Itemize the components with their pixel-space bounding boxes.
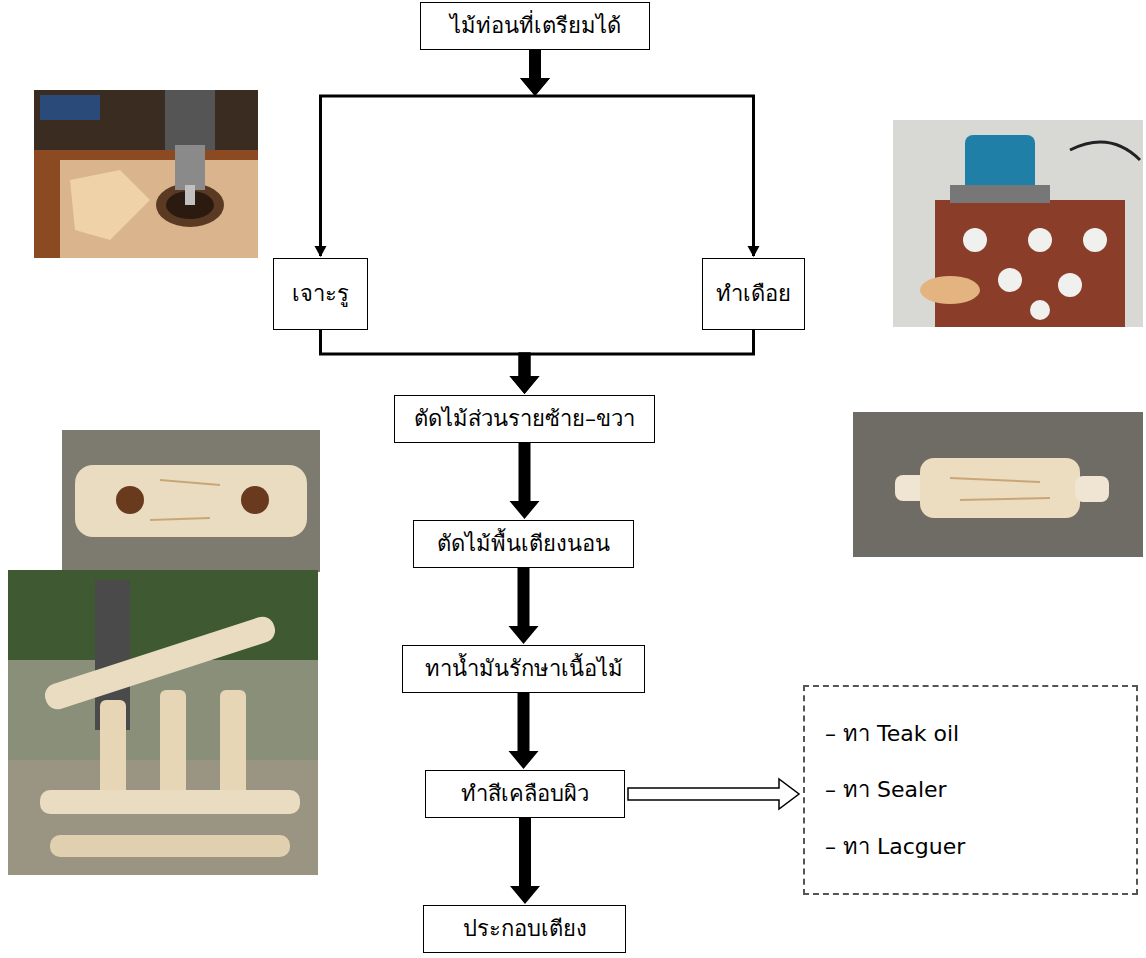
photo-shape bbox=[920, 276, 980, 304]
thick-arrow bbox=[509, 568, 539, 644]
photo-shape bbox=[185, 185, 195, 205]
photo-shape bbox=[175, 145, 205, 190]
photo-shape bbox=[34, 90, 258, 258]
log-photo bbox=[62, 430, 320, 572]
photo-shape bbox=[160, 690, 186, 800]
photo-shape bbox=[156, 183, 224, 227]
box-label: เจาะรู bbox=[292, 280, 349, 308]
photo-shape bbox=[1028, 228, 1052, 252]
flow-arrow bbox=[510, 443, 540, 519]
photo-shape bbox=[998, 268, 1022, 292]
photo-shape bbox=[950, 185, 1050, 203]
flow-arrow bbox=[315, 50, 551, 257]
photo-shape bbox=[160, 480, 220, 485]
note-item: – ทา Lacguer bbox=[825, 833, 965, 861]
photo-shape bbox=[1030, 300, 1050, 320]
flow-arrow bbox=[509, 568, 539, 644]
photo-shape bbox=[40, 95, 100, 120]
note-item: – ทา Sealer bbox=[825, 776, 947, 804]
router-photo bbox=[893, 120, 1143, 327]
box-label: ทำเดือย bbox=[716, 280, 791, 308]
photo-shape bbox=[8, 570, 318, 660]
flow-arrow bbox=[628, 779, 799, 809]
flow-arrow bbox=[510, 818, 540, 904]
photo-shape bbox=[1070, 142, 1140, 160]
photo-shape bbox=[40, 790, 300, 814]
photo-shape bbox=[50, 835, 290, 857]
process-box: ประกอบเตียง bbox=[423, 905, 626, 953]
photo-shape bbox=[935, 200, 1125, 327]
photo-shape bbox=[920, 458, 1080, 518]
photo-shape bbox=[150, 518, 210, 520]
photo-shape bbox=[960, 498, 1050, 500]
box-label: ทำสีเคลือบผิว bbox=[461, 780, 589, 808]
flow-arrow bbox=[510, 330, 754, 394]
note-box: – ทา Teak oil – ทา Sealer – ทา Lacguer bbox=[803, 685, 1138, 895]
photo-shape bbox=[1058, 273, 1082, 297]
process-box: ทำสีเคลือบผิว bbox=[425, 770, 625, 818]
flow-arrow bbox=[321, 330, 540, 394]
flow-arrow bbox=[520, 50, 760, 257]
drill-photo bbox=[34, 90, 258, 258]
photo-shape bbox=[220, 690, 246, 800]
box-label: ประกอบเตียง bbox=[463, 915, 587, 943]
photo-shape bbox=[1075, 476, 1109, 502]
photo-shape bbox=[893, 120, 1143, 327]
thick-arrow bbox=[510, 353, 540, 395]
thick-arrow bbox=[520, 50, 550, 96]
branch-line bbox=[535, 96, 754, 256]
photo-shape bbox=[241, 486, 269, 514]
hollow-arrow bbox=[628, 779, 799, 809]
photo-shape bbox=[116, 486, 144, 514]
process-box: ตัดไม้ส่วนรายซ้าย–ขวา bbox=[394, 395, 655, 443]
thick-arrow bbox=[509, 693, 539, 769]
photo-shape bbox=[62, 430, 320, 572]
photo-shape bbox=[34, 150, 258, 258]
flow-arrow bbox=[509, 693, 539, 769]
arrow-head bbox=[748, 246, 760, 257]
process-box: ทาน้ำมันรักษาเนื้อไม้ bbox=[402, 645, 645, 693]
process-box: ไม้ท่อนที่เตรียมได้ bbox=[420, 2, 650, 50]
note-item: – ทา Teak oil bbox=[825, 720, 959, 748]
merge-line bbox=[321, 330, 525, 354]
box-label: ตัดไม้ส่วนรายซ้าย–ขวา bbox=[414, 405, 635, 433]
photo-shape bbox=[70, 170, 150, 240]
photo-shape bbox=[8, 570, 318, 875]
box-label: ตัดไม้พื้นเตียงนอน bbox=[437, 530, 610, 558]
thick-arrow bbox=[510, 818, 540, 904]
process-box: เจาะรู bbox=[273, 258, 368, 330]
photo-shape bbox=[1083, 228, 1107, 252]
thick-arrow bbox=[510, 443, 540, 519]
process-box: ตัดไม้พื้นเตียงนอน bbox=[413, 520, 634, 568]
photo-shape bbox=[165, 90, 215, 150]
photo-shape bbox=[950, 478, 1040, 482]
merge-line bbox=[525, 330, 754, 354]
photo-shape bbox=[963, 228, 987, 252]
arrow-head bbox=[315, 246, 327, 257]
box-label: ไม้ท่อนที่เตรียมได้ bbox=[450, 12, 621, 40]
dowel-photo bbox=[853, 412, 1143, 557]
photo-shape bbox=[60, 160, 258, 258]
photo-shape bbox=[75, 465, 307, 537]
process-box: ทำเดือย bbox=[702, 258, 805, 330]
box-label: ทาน้ำมันรักษาเนื้อไม้ bbox=[425, 655, 623, 683]
assembly-photo bbox=[8, 570, 318, 875]
photo-shape bbox=[853, 412, 1143, 557]
thick-arrow bbox=[510, 353, 540, 395]
thick-arrow bbox=[520, 50, 550, 96]
branch-line bbox=[321, 96, 536, 256]
